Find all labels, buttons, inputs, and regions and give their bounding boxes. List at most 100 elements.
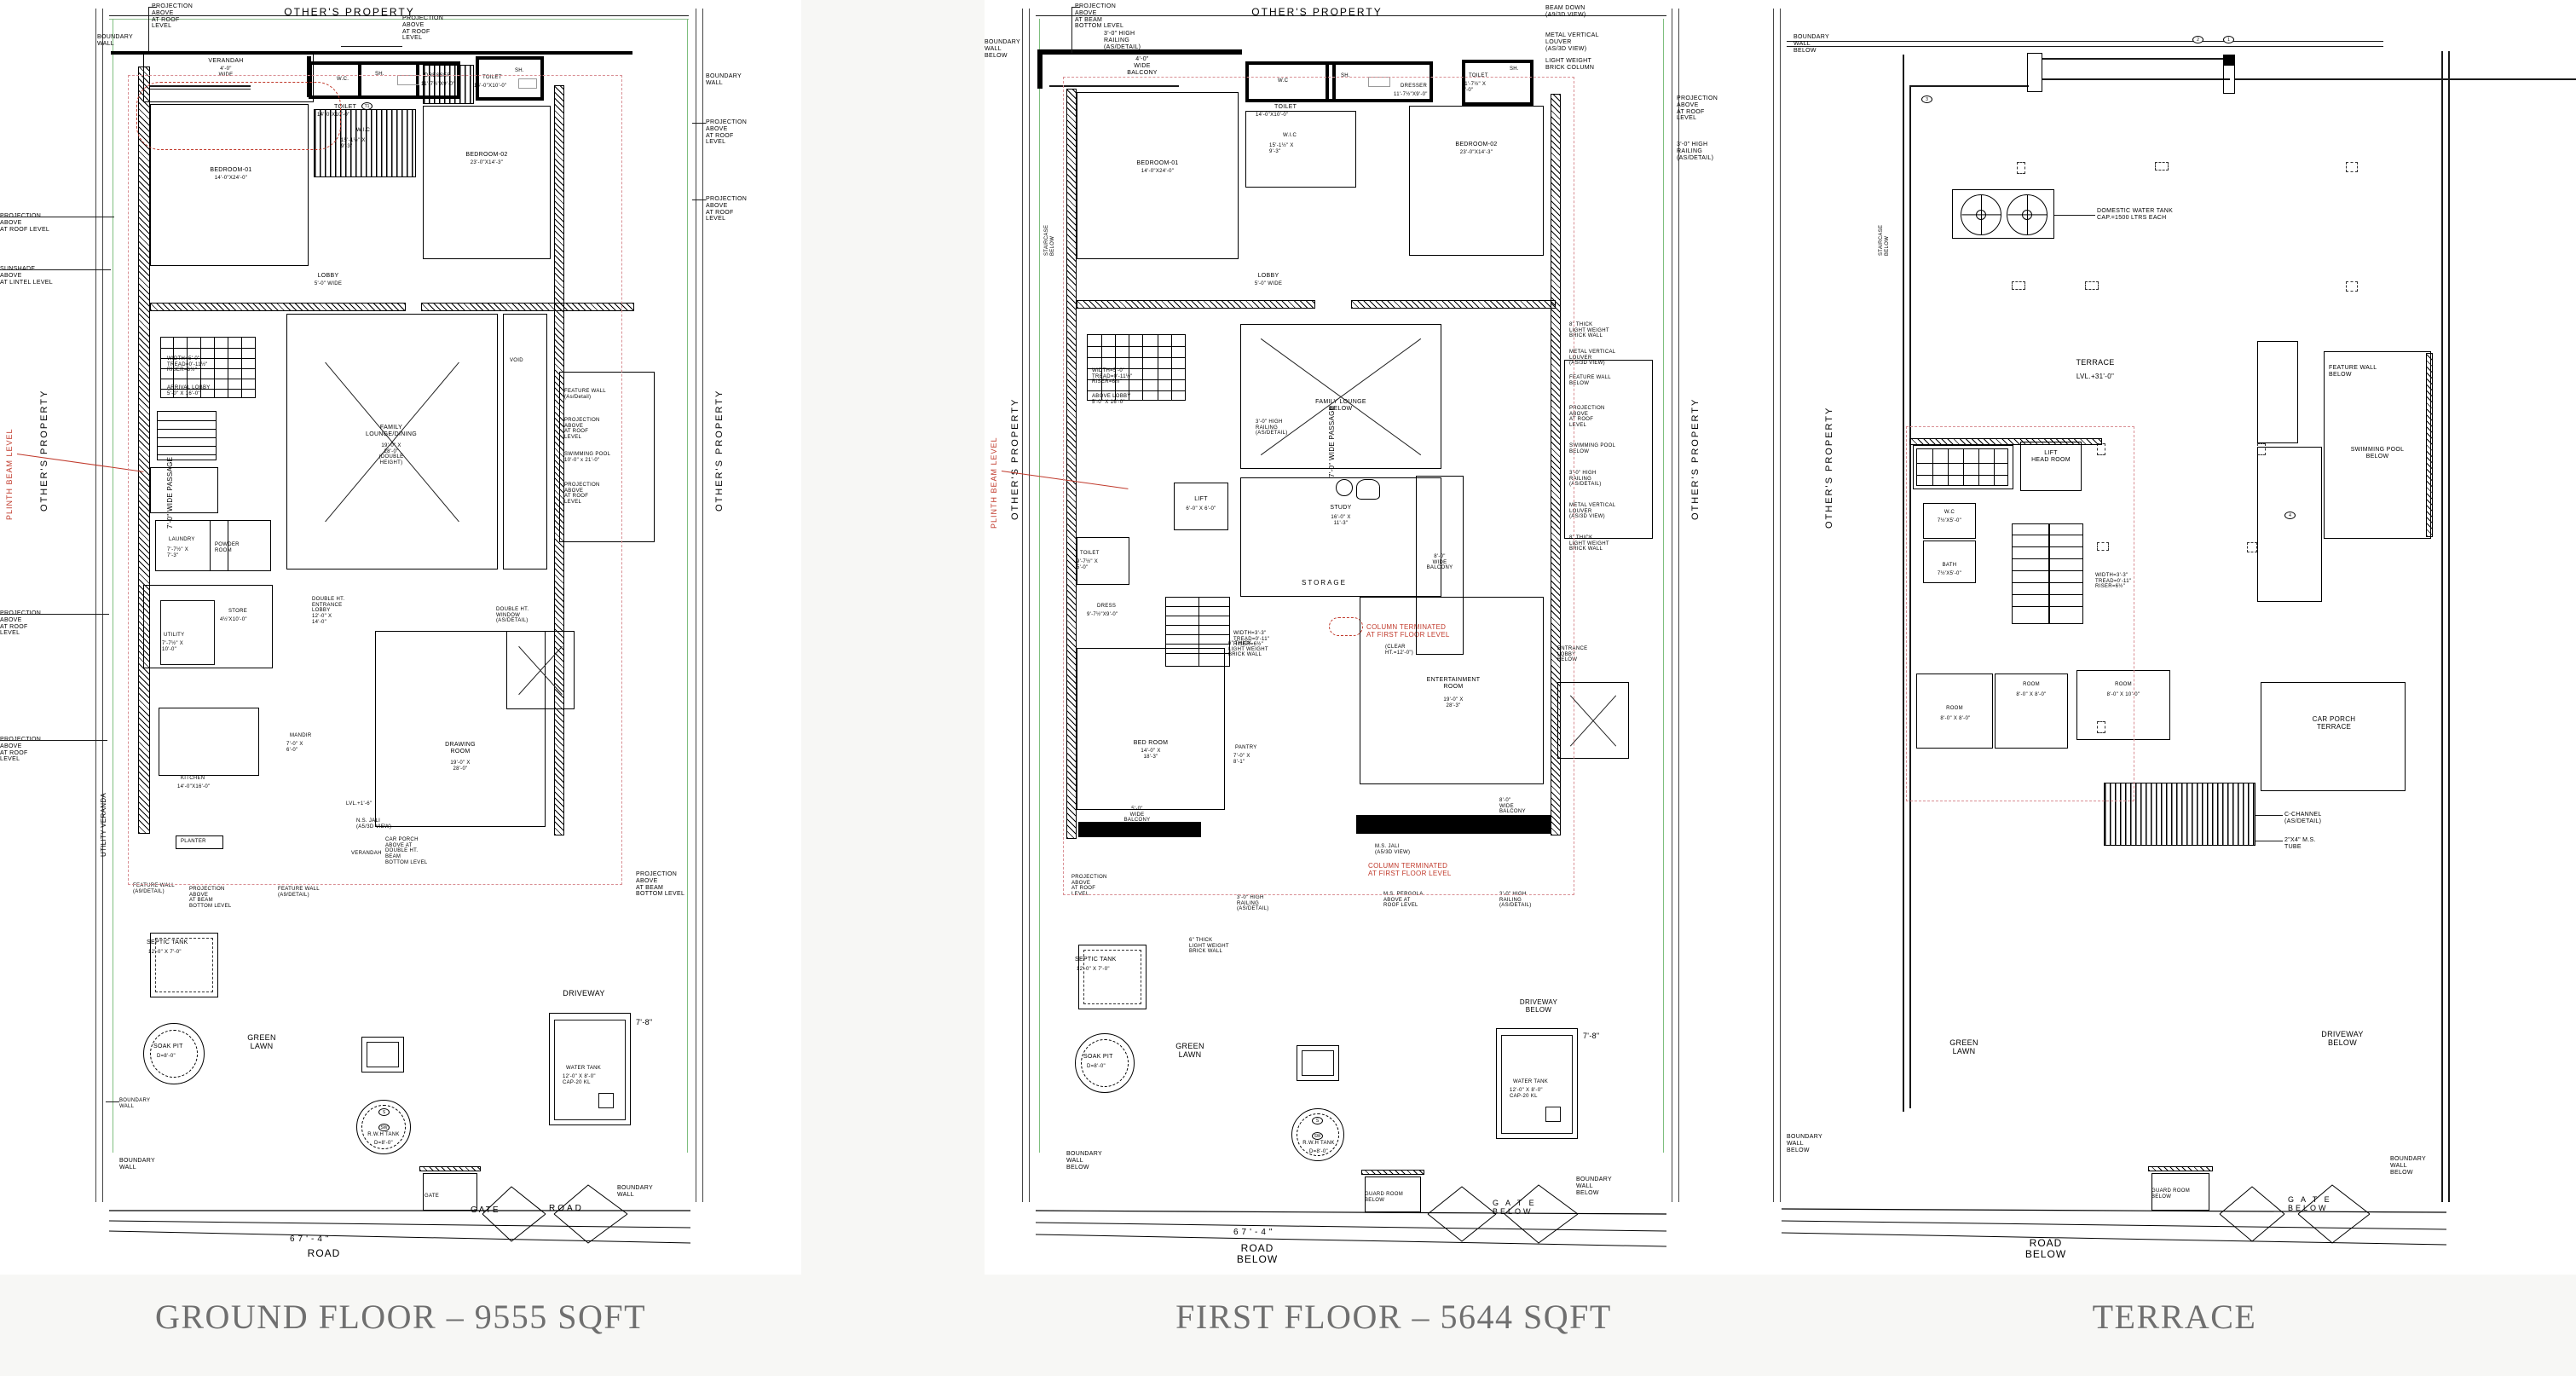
room-label-wic-first: W.I.C bbox=[1283, 133, 1297, 138]
annot-projection-left-3: PROJECTION ABOVE AT ROOF LEVEL bbox=[0, 737, 41, 763]
road-label-ground: ROAD bbox=[307, 1247, 341, 1259]
feature-wall-note-3: FEATURE WALL (A9/DETAIL) bbox=[278, 887, 320, 898]
green-lawn-label-terr: GREEN LAWN bbox=[1949, 1038, 1978, 1056]
annot-brick-column-first: LIGHT WEIGHT BRICK COLUMN bbox=[1545, 58, 1595, 71]
room-label-bedroom-01-first: BEDROOM-01 bbox=[1136, 160, 1179, 166]
annot-boundary-wall-ground-left: BOUNDARY WALL bbox=[97, 34, 133, 47]
driveway-below-label-terr: DRIVEWAY BELOW bbox=[2321, 1030, 2364, 1048]
dimension-7-8-first: 7'-8" bbox=[1583, 1032, 1600, 1040]
boundary-wall-note-ground: BOUNDARY WALL bbox=[119, 1098, 151, 1109]
room-size-verandah-top: 4'-0" WIDE bbox=[218, 66, 234, 78]
dimension-67-4-ground: 67'-4" bbox=[290, 1234, 332, 1244]
room-label-drawing-room: DRAWING ROOM bbox=[445, 742, 476, 754]
room-size-dresser-first: 11'-7½"X9'-0" bbox=[1394, 92, 1428, 97]
brick-wall-note-first-4: 6" THICK LIGHT WEIGHT BRICK WALL bbox=[1189, 938, 1229, 955]
projection-note-4: PROJECTION ABOVE AT ROOF LEVEL bbox=[564, 483, 600, 506]
annot-projection-right-2: PROJECTION ABOVE AT ROOF LEVEL bbox=[706, 196, 748, 223]
annot-projection-left: PROJECTION ABOVE AT ROOF LEVEL bbox=[0, 213, 50, 233]
swimming-pool-below-first: SWIMMING POOL BELOW bbox=[1569, 443, 1616, 454]
guard-room-label-ground: GATE bbox=[425, 1194, 440, 1199]
rwh-tank-size: D=8'-0" bbox=[374, 1141, 393, 1146]
room-label-verandah-top: VERANDAH bbox=[208, 58, 244, 64]
room-size-toilet-first-1: 14'-0"X10'-0" bbox=[1256, 113, 1289, 118]
brick-wall-note-first-2: 8" THICK LIGHT WEIGHT BRICK WALL bbox=[1569, 535, 1609, 552]
room-label-sh-first-2: SH. bbox=[1510, 66, 1519, 72]
annot-boundary-below-terr-br: BOUNDARY WALL BELOW bbox=[2390, 1156, 2426, 1176]
room-size-lobby-1: 5'-0" WIDE bbox=[314, 281, 343, 286]
stair-note-terrace: WIDTH=3'-3" TREAD=0'-11" RISER=6½" bbox=[2095, 573, 2132, 590]
annot-boundary-below-first-left: BOUNDARY WALL BELOW bbox=[985, 39, 1020, 59]
feature-wall-note-2: FEATURE WALL (A9/DETAIL) bbox=[133, 883, 175, 894]
brick-wall-note-first-3: 6" THICK LIGHT WEIGHT BRICK WALL bbox=[1228, 641, 1268, 658]
room-size-bedroom-02: 23'-0"X14'-3" bbox=[470, 160, 504, 165]
c-channel-note-terr: C-CHANNEL (AS/DETAIL) bbox=[2284, 812, 2322, 824]
entrance-lobby-below-note: ENTRANCE LOBBY BELOW bbox=[1557, 646, 1588, 663]
brick-wall-note-first-1: 8" THICK LIGHT WEIGHT BRICK WALL bbox=[1569, 322, 1609, 339]
rwh-tank-label-first: R.W.H TANK bbox=[1302, 1141, 1335, 1146]
room-size-drawing-room: 19'-0" X 28'-0" bbox=[450, 760, 471, 772]
annot-projection-beam-right: PROJECTION ABOVE AT BEAM BOTTOM LEVEL bbox=[636, 871, 685, 898]
others-property-right-ground: OTHER'S PROPERTY bbox=[714, 389, 725, 512]
terrace-level-label: LVL.+31'-0" bbox=[2076, 373, 2115, 380]
room-label-dresser-1: DRESSER bbox=[425, 73, 452, 78]
room-label-lobby-first: LOBBY bbox=[1257, 273, 1279, 279]
room-size-pantry: 7'-0" X 8'-1" bbox=[1233, 754, 1250, 765]
room-size-study: 16'-0" X 11'-3" bbox=[1331, 515, 1351, 526]
room-size-lift-first: 6'-0" X 6'-0" bbox=[1186, 506, 1216, 512]
stair-note-ground: WIDTH=5'-0" TREAD=0'-11½" RISER=6½" bbox=[167, 356, 208, 373]
dimension-7-8-ground: 7'-8" bbox=[636, 1018, 653, 1026]
room-label-family-lounge-below: FAMILY LOUNGE BELOW bbox=[1315, 399, 1366, 412]
room-label-kitchen: KITCHEN bbox=[181, 776, 205, 781]
room-size-store: 4½'X10'-0" bbox=[220, 617, 247, 622]
annot-projection-beam-first: PROJECTION ABOVE AT BEAM BOTTOM LEVEL bbox=[1075, 3, 1124, 30]
room-label-toilet-1: TOILET bbox=[334, 104, 357, 110]
room-size-toilet-first-small: 9'-7½" X 5'-0" bbox=[1077, 559, 1099, 570]
ground-floor-plan[interactable]: VERANDAH 4'-0" WIDE W.C. SH. TOILET 14'-… bbox=[0, 0, 801, 1275]
others-property-left-ground: OTHER'S PROPERTY bbox=[39, 389, 49, 512]
room-label-terr-2: ROOM bbox=[2023, 682, 2040, 687]
room-size-utility: 7'-7½" X 10'-0" bbox=[162, 641, 184, 652]
balcony-label-first-lower: 5'-0" WIDE BALCONY bbox=[1123, 807, 1151, 824]
first-floor-plan[interactable]: 4'-0" WIDE BALCONY W.C SH. TOILET 14'-0"… bbox=[985, 0, 1803, 1275]
caption-row: GROUND FLOOR – 9555 SQFT FIRST FLOOR – 5… bbox=[0, 1275, 2576, 1376]
room-label-verandah-bottom: VERANDAH bbox=[351, 851, 382, 856]
room-label-bedroom-02-first: BEDROOM-02 bbox=[1455, 142, 1498, 147]
room-size-kitchen: 14'-0"X16'-0" bbox=[177, 784, 211, 789]
annot-staircase-below-terr: STAIRCASE BELOW bbox=[1879, 224, 1890, 256]
car-porch-terrace-label: CAR PORCH TERRACE bbox=[2312, 715, 2356, 731]
room-label-mandir: MANDIR bbox=[290, 733, 312, 738]
room-label-terr-1: ROOM bbox=[1946, 706, 1963, 711]
green-lawn-label-first: GREEN LAWN bbox=[1175, 1042, 1204, 1060]
ns-jali-note: N.S. JALI (A5/3D VIEW) bbox=[356, 818, 392, 830]
room-size-laundry: 7'-7½" X 7'-3" bbox=[167, 547, 189, 558]
ms-jali-note-first: M.S. JALI (A5/3D VIEW) bbox=[1375, 844, 1411, 855]
plinth-beam-level-ground: PLINTH BEAM LEVEL bbox=[5, 428, 14, 520]
room-label-store: STORE bbox=[228, 609, 248, 614]
room-label-powder-room: POWDER ROOM bbox=[215, 542, 240, 553]
others-property-right-first: OTHER'S PROPERTY bbox=[1690, 397, 1701, 520]
room-label-lobby-1: LOBBY bbox=[317, 273, 339, 279]
railing-note-first-1: 3'-0" HIGH RAILING (AS/DETAIL) bbox=[1256, 419, 1288, 437]
plinth-beam-level-first: PLINTH BEAM LEVEL bbox=[990, 437, 998, 529]
annot-louver-first: METAL VERTICAL LOUVER (AS/3D VIEW) bbox=[1545, 32, 1599, 52]
room-label-wic-1: W.I.C bbox=[356, 128, 371, 133]
water-tank-label-ground: WATER TANK bbox=[566, 1066, 602, 1071]
terrace-plan[interactable]: BOUNDARY WALL BELOW 2 1 3 DOMESTIC WATER… bbox=[1773, 0, 2576, 1275]
rwh-tank-size-first: D=8'-0" bbox=[1309, 1149, 1328, 1154]
others-property-top-ground: OTHER'S PROPERTY bbox=[284, 6, 415, 18]
domestic-water-tank-label: DOMESTIC WATER TANK CAP.=1500 LTRS EACH bbox=[2097, 208, 2174, 221]
soak-pit-label-first: SOAK PIT bbox=[1083, 1054, 1113, 1060]
gate-below-label-terr: G A T E BELOW bbox=[2288, 1195, 2332, 1213]
balcony-label-first-right: 8'-0" WIDE BALCONY bbox=[1499, 798, 1526, 815]
room-label-wc-terr: W.C bbox=[1944, 510, 1955, 515]
room-label-bedroom-first-lower: BED ROOM bbox=[1133, 740, 1169, 746]
septic-tank-label: SEPTIC TANK bbox=[147, 939, 188, 945]
room-label-terr-3: ROOM bbox=[2115, 682, 2132, 687]
room-size-bedroom-02-first: 23'-0"X14'-3" bbox=[1459, 150, 1493, 155]
driveway-below-label-first: DRIVEWAY BELOW bbox=[1519, 998, 1558, 1014]
swimming-pool-note: SWIMMING POOL 10'-0" x 21'-0" bbox=[564, 452, 611, 463]
room-size-wic-1: 15'-1½" X 9'-3" bbox=[341, 138, 366, 149]
room-size-bedroom-01-first: 14'-0"X24'-0" bbox=[1141, 169, 1175, 174]
soak-pit-size-first: D=8'-0" bbox=[1087, 1064, 1106, 1069]
